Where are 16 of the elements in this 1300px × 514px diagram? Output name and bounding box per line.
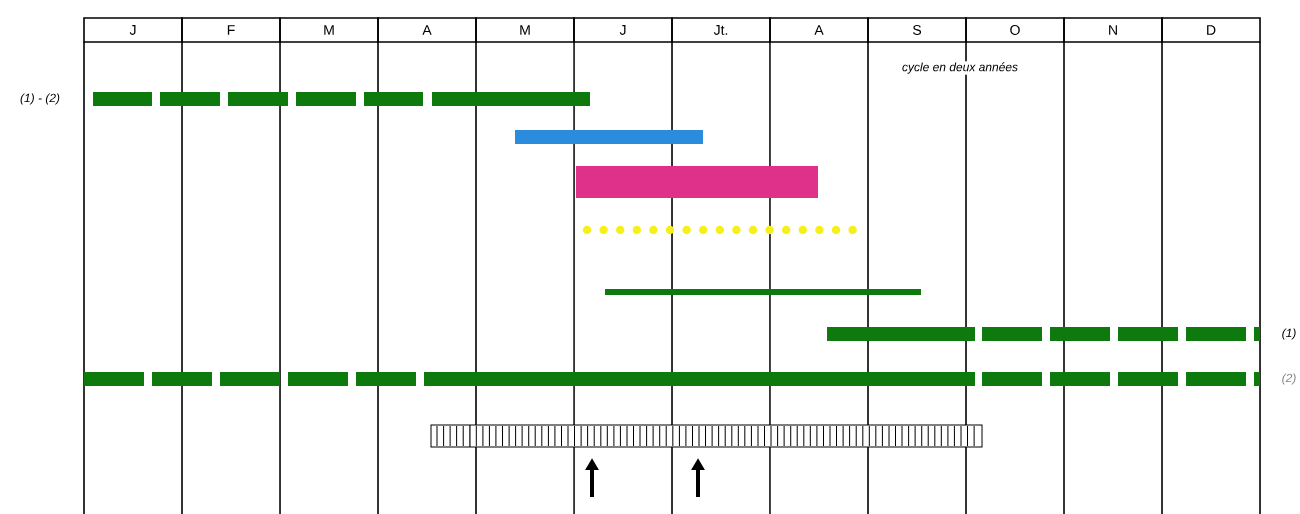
month-header-cell: D	[1161, 17, 1261, 43]
month-header-cell: M	[279, 17, 379, 43]
month-header-cell: Jt.	[671, 17, 771, 43]
month-header-cell: A	[769, 17, 869, 43]
caption-text: cycle en deux années	[900, 61, 1020, 75]
row-label: (1) - (2)	[19, 92, 61, 106]
month-header-cell: J	[573, 17, 673, 43]
month-header-cell: S	[867, 17, 967, 43]
month-header-cell: N	[1063, 17, 1163, 43]
row-label: (1)	[1280, 327, 1298, 341]
month-header-cell: A	[377, 17, 477, 43]
month-header-cell: F	[181, 17, 281, 43]
month-header-cell: O	[965, 17, 1065, 43]
month-header-cell: M	[475, 17, 575, 43]
row-label: (2)	[1280, 372, 1298, 386]
month-header-cell: J	[83, 17, 183, 43]
